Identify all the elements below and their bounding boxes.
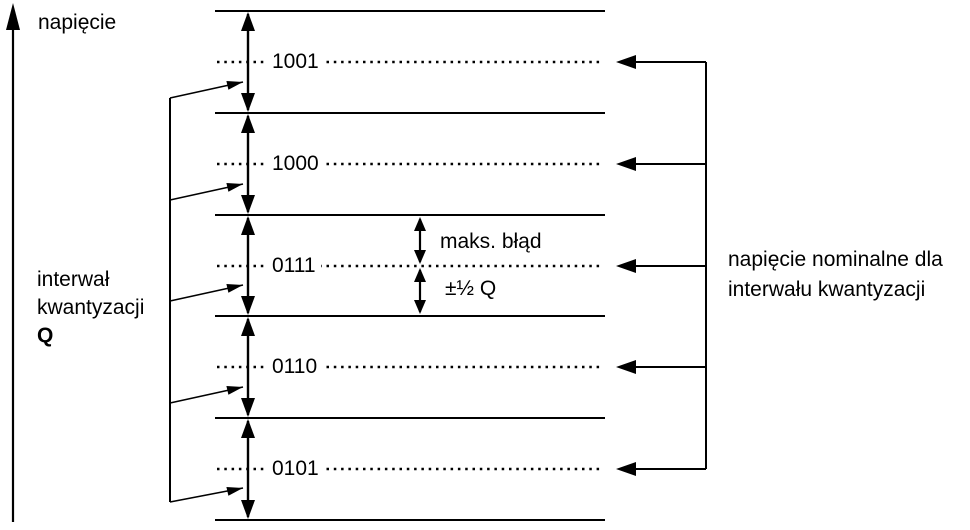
voltage-axis-arrow	[6, 3, 20, 522]
nominal-code-label: 0110	[267, 356, 323, 378]
nominal-code-label: 1001	[267, 51, 324, 73]
interval-label: interwał kwantyzacji Q	[37, 266, 144, 350]
nominal-code-label: 0101	[267, 458, 324, 480]
voltage-axis-label: napięcie	[38, 11, 117, 34]
interval-pointer-lines	[169, 81, 244, 503]
nominal-code-label: 0111	[267, 255, 321, 277]
max-error-double-arrow	[414, 217, 426, 264]
nominal-code-label: 1000	[267, 153, 324, 175]
interval-label-line2: kwantyzacji	[37, 296, 145, 319]
nominal-voltage-label-line2: interwału kwantyzacji	[728, 278, 926, 301]
interval-label-line1: interwał	[37, 268, 110, 291]
half-interval-double-arrow	[414, 268, 426, 314]
nominal-voltage-label: napięcie nominalne dla interwału kwantyz…	[728, 245, 943, 305]
interval-double-arrows	[241, 12, 255, 519]
nominal-voltage-label-line1: napięcie nominalne dla	[728, 248, 943, 271]
quantization-boundary-lines	[215, 10, 605, 521]
nominal-pointer-lines	[616, 55, 707, 476]
half-interval-label: ±½ Q	[445, 277, 497, 300]
max-error-label: maks. błąd	[440, 230, 542, 253]
interval-label-symbol: Q	[37, 324, 54, 347]
